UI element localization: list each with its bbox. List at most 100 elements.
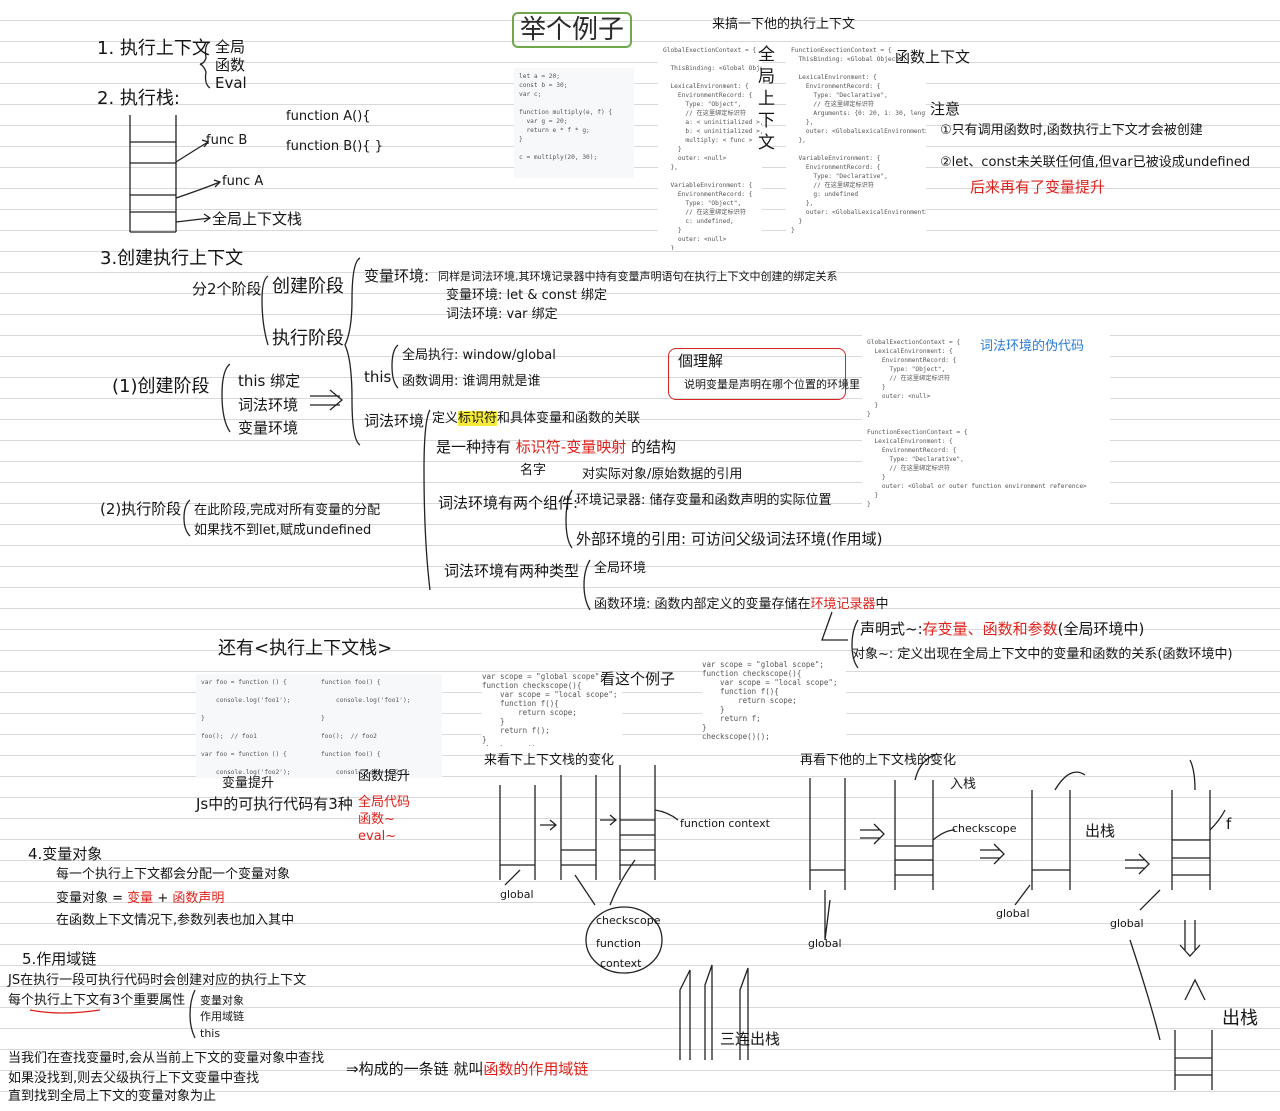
sec4-line-3: 在函数上下文情况下,参数列表也加入其中 [56,913,295,928]
lex-comp-label: 词法环境有两个组件: [438,494,579,512]
sec3-phase-exec: 执行阶段 [272,328,344,349]
sec5-concl-red: 函数的作用域链 [483,1060,589,1078]
example-global-ctx: GlobalExectionContext = { ThisBinding: <… [658,42,762,250]
lex-types-label: 词法环境有两种类型 [444,562,580,580]
stack-more-code-2: function foo() { console.log('foo1'); } … [316,674,442,778]
example-code: let a = 20; const b = 30; var c; functio… [514,68,634,178]
label-global-left: global [500,888,534,901]
understand-title: 個理解 [678,352,724,370]
sec5-line-1: JS在执行一段可执行代码时会创建对应的执行上下文 [8,973,307,988]
note-item-1: ①只有调用函数时,函数执行上下文才会被创建 [940,123,1203,138]
lex-line-3b: 对实际对象/原始数据的引用 [582,467,743,482]
stack-more-code-1: var foo = function () { console.log('foo… [196,674,320,778]
exec-line-1: 在此阶段,完成对所有变量的分配 [194,503,381,518]
example-global-label: 全局上下文 [758,45,775,153]
sec4-line-2-pre: 变量对象 = [56,891,124,906]
sec3-title: 3.创建执行上下文 [100,248,244,269]
understand-body: 说明变量是声明在哪个位置的环境里 [684,378,860,391]
var-env-label: 变量环境: [364,267,430,285]
lex-line-1-post: 和具体变量和函数的关联 [497,411,641,426]
label-global-r3: global [1110,917,1144,930]
lex-comp-1: 环境记录器: 储存变量和函数声明的实际位置 [576,493,832,508]
create-item-var: 变量环境 [238,419,299,437]
lex-line-1-pre: 定义 [432,411,459,426]
label-pop-2: 出栈 [1222,1008,1258,1029]
sec4-line-2-a: 变量 [127,891,154,906]
bubble-line-1: checkscope [596,914,661,927]
lex-type-2-red: 环境记录器 [810,597,876,612]
sec5-line-2: 每个执行上下文有3个重要属性 [8,993,186,1008]
lex-line-1-hl: 标识符 [458,411,498,426]
var-env-line-2: 变量环境: let & const 绑定 [446,288,607,303]
example2-code-2: var scope = "global scope"; function che… [702,660,846,744]
label-global-r1: global [808,937,842,950]
lex-line-3: 名字 [520,463,547,478]
label-pop: 出栈 [1085,822,1116,840]
decl-line: 声明式~:存变量、函数和参数(全局环境中) [860,620,1144,638]
sec5-prop-3: this [200,1027,221,1040]
label-checkscope: checkscope [952,822,1017,835]
label-three-pop: 三连出栈 [720,1030,781,1048]
example-function-label: 函数上下文 [895,48,971,66]
lex-line-2-post: 的结构 [631,438,677,456]
sec1-item-function: 函数 [215,56,246,74]
lex-code-title: 词法环境的伪代码 [980,338,1085,356]
sec4-line-2: 变量对象 = 变量 + 函数声明 [56,890,224,908]
lex-comp-2: 外部环境的引用: 可访问父级词法环境(作用域) [576,530,883,548]
obj-line: 对象~: 定义出现在全局上下文中的变量和函数的关系(函数环境中) [852,647,1233,662]
sec4-line-2-b: 函数声明 [172,891,225,906]
lex-type-2-post: 中 [875,597,889,612]
var-env-line-1: 同样是词法环境,其环境记录器中持有变量声明语句在执行上下文中创建的绑定关系 [438,270,838,283]
sec5-concl-pre: ⇒构成的一条链 就叫 [346,1060,484,1078]
example2-title: 看这个例子 [600,670,676,688]
lex-line-2-red: 标识符-变量映射 [515,438,627,456]
lex-code: GlobalExectionContext = { LexicalEnviron… [862,334,1110,518]
sec5-line-3: 当我们在查找变量时,会从当前上下文的变量对象中查找 [8,1051,325,1066]
this-line-1: 全局执行: window/global [402,348,556,363]
sec1-item-global: 全局 [215,38,246,56]
understand-box [668,348,846,400]
exec-line-2: 如果找不到let,赋成undefined [194,523,372,538]
stack-more-kind-1: 全局代码 [358,795,411,810]
label-func-ctx: function context [680,817,770,830]
lex-type-2-pre: 函数环境: 函数内部定义的变量存储在 [594,597,811,612]
stack-more-label-1: 变量提升 [222,776,275,791]
this-line-2: 函数调用: 谁调用就是谁 [402,374,541,389]
sec4-line-2-plus: + [157,891,169,906]
sec5-line-5: 直到找到全局上下文的变量对象为止 [8,1089,217,1104]
stack-more-kind-3: eval~ [358,829,397,844]
create-title: (1)创建阶段 [112,376,210,397]
stack-label-func-b: func B [206,133,248,148]
sec5-title: 5.作用域链 [22,950,97,968]
lex-line-1: 定义标识符和具体变量和函数的关联 [432,410,640,428]
example2-left-caption: 来看下上下文栈的变化 [484,753,615,768]
sec1-item-eval: Eval [215,74,247,92]
decl-pre: 声明式~: [860,620,923,638]
stack-label-global: 全局上下文栈 [212,210,303,228]
lex-type-2: 函数环境: 函数内部定义的变量存储在环境记录器中 [594,596,889,614]
exec-title: (2)执行阶段 [100,500,182,518]
example-function-ctx: FunctionExectionContext = { ThisBinding:… [786,42,926,236]
sec1-title: 1. 执行上下文 [97,38,210,59]
sec5-conclusion: ⇒构成的一条链 就叫函数的作用域链 [346,1060,588,1078]
lex-line-2: 是一种持有 标识符-变量映射 的结构 [436,438,676,456]
create-item-this: this 绑定 [238,372,301,390]
example-title: 举个例子 [512,12,633,48]
sec3-phases: 分2个阶段 [192,280,262,298]
sec5-prop-2: 作用域链 [200,1010,244,1023]
sec2-title: 2. 执行栈: [97,88,180,109]
stack-label-func-a: func A [222,174,264,189]
label-f: f [1226,815,1232,833]
note-item-2: ②let、const未关联任何值,但var已被设成undefined [940,155,1251,170]
stack-more-title: 还有<执行上下文栈> [218,638,393,659]
create-item-lex: 词法环境 [238,396,299,414]
func-b-decl: function B(){ } [286,139,383,154]
label-global-r2: global [996,907,1030,920]
stack-more-kind-2: 函数~ [358,812,395,827]
sec4-line-1: 每一个执行上下文都会分配一个变量对象 [56,867,291,882]
note-title: 注意 [930,100,961,118]
sec5-prop-1: 变量对象 [200,994,244,1007]
bubble-line-3: context [600,957,642,970]
stack-more-js-kinds: Js中的可执行代码有3种 [196,795,353,813]
